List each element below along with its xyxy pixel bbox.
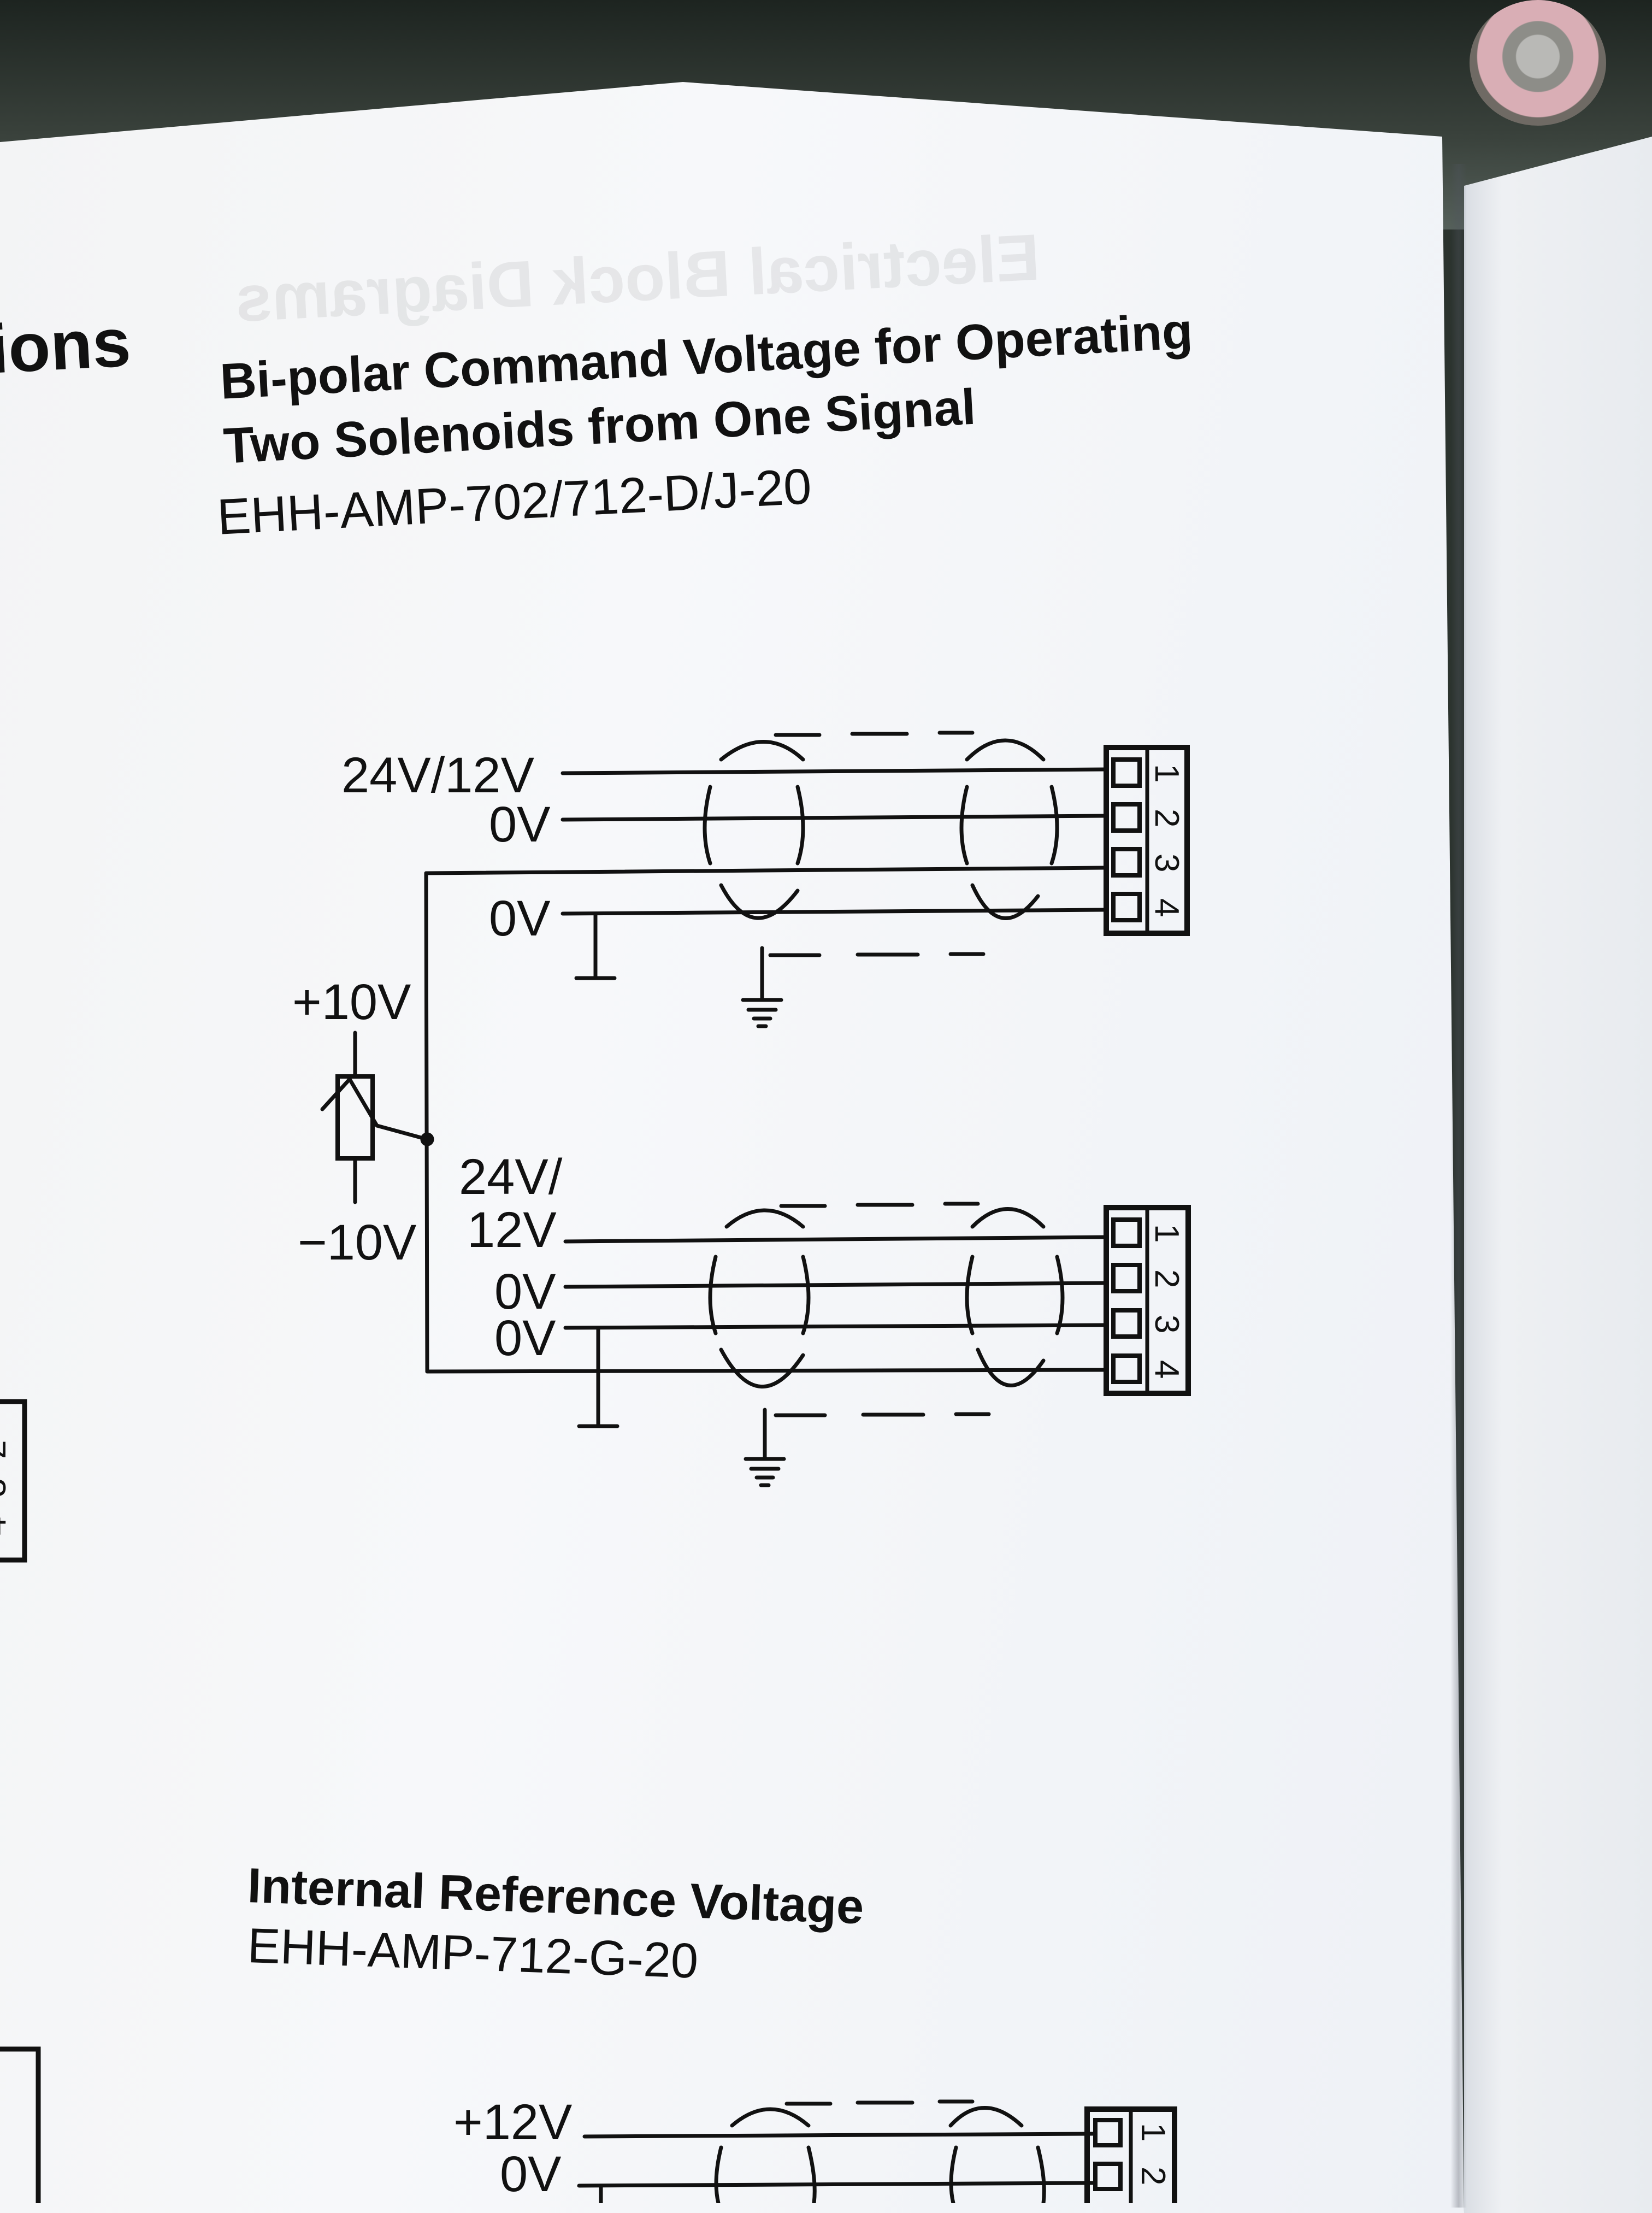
pin-b-3: 3 <box>1148 1315 1185 1333</box>
pin-a-3: 3 <box>1148 854 1185 872</box>
figure2-terminal-block <box>1084 2106 1177 2203</box>
potentiometer-icon <box>320 1031 429 1204</box>
pin-b-1: 1 <box>1148 1224 1185 1243</box>
pin-b-4: 4 <box>1148 1360 1185 1379</box>
pin-a-1: 1 <box>1148 764 1185 782</box>
label-fig2-plus12v: +12V <box>453 2094 572 2150</box>
cable-shield-b <box>708 1202 1065 1417</box>
signal-bus <box>420 871 1108 1374</box>
ground-stub-a <box>574 911 617 980</box>
figure2-cable-shield <box>714 2099 1046 2203</box>
screw-icon <box>1470 0 1606 126</box>
label-pot-plus: +10V <box>292 974 411 1030</box>
label-fig2-0v: 0V <box>500 2146 562 2202</box>
figure2-wires <box>577 2132 1095 2203</box>
label-b-supply: 12V <box>467 1202 557 1258</box>
label-b-0v-2: 0V <box>494 1310 556 1366</box>
terminal-block-a <box>1104 745 1190 936</box>
label-a-0v-1: 0V <box>489 797 551 852</box>
ground-stub-b <box>577 1326 620 1428</box>
right-page <box>1464 137 1652 2213</box>
pin-a-2: 2 <box>1148 809 1185 827</box>
label-b-0v-1: 0V <box>494 1264 556 1320</box>
edge-pin-2: 2 <box>0 1440 13 1459</box>
label-pot-minus: −10V <box>298 1215 416 1270</box>
label-a-0v-2: 0V <box>489 891 551 946</box>
pin-a-4: 4 <box>1148 898 1185 917</box>
pin-fig2-1: 1 <box>1134 2123 1172 2141</box>
edge-terminal-block-2 <box>0 2046 41 2203</box>
edge-pin-4: 4 <box>0 1517 13 1535</box>
earth-ground-icon <box>741 946 783 1028</box>
connector-b-wires <box>563 1235 1108 1330</box>
terminal-block-b <box>1104 1205 1191 1396</box>
pin-b-2: 2 <box>1148 1269 1185 1288</box>
label-b-supply-top: 24V/ <box>459 1149 563 1205</box>
edge-terminal-block <box>0 1399 27 1563</box>
pin-fig2-2: 2 <box>1134 2167 1172 2185</box>
label-a-supply: 24V/12V <box>341 748 534 803</box>
earth-ground-icon <box>744 1408 786 1487</box>
left-page <box>0 82 1464 2213</box>
edge-pin-3: 3 <box>0 1479 13 1497</box>
page-gutter <box>1450 164 1467 2208</box>
connector-a-wires <box>424 767 1108 916</box>
cable-shield-a <box>703 731 1059 957</box>
